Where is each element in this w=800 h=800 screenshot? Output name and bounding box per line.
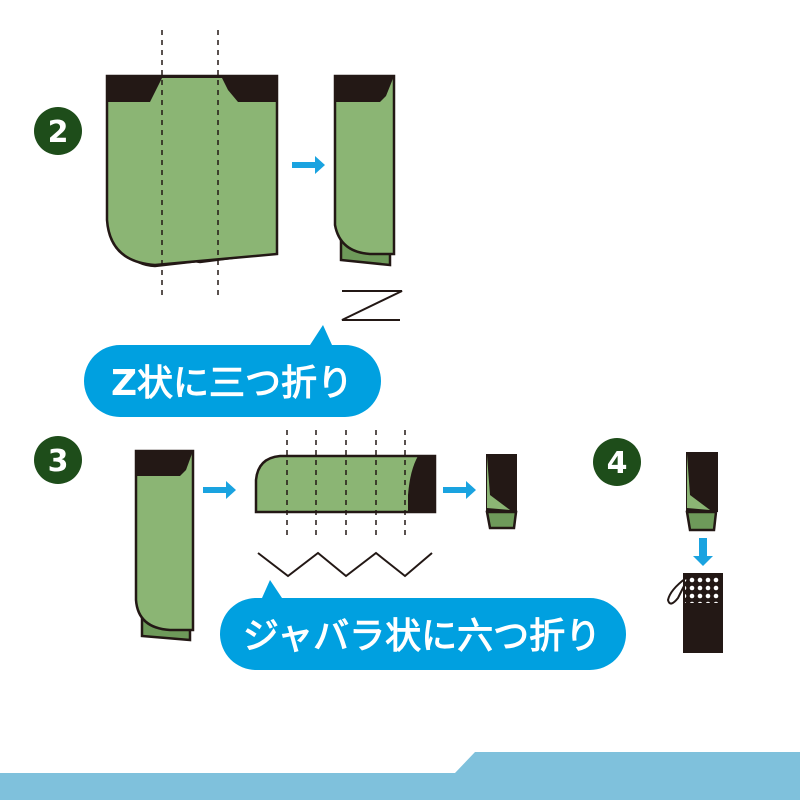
mesh-storage-pouch (666, 573, 723, 653)
towel-folded-horizontal (254, 430, 437, 540)
step-2-number: 2 (48, 115, 69, 150)
caption-step-2: Z状に三つ折り (111, 363, 353, 404)
step-2: 2 Z状に三つ折り (34, 30, 403, 417)
towel-unfolded (105, 30, 279, 298)
pouch-strap (666, 577, 687, 605)
arrow-right-icon (292, 156, 325, 174)
arrow-right-icon (443, 481, 476, 499)
accordion-fold-symbol (257, 551, 433, 578)
step-4-number: 4 (607, 446, 628, 481)
z-fold-symbol (341, 290, 403, 321)
step-3-badge (34, 436, 82, 484)
towel-final-folded (685, 452, 718, 532)
caption-bubble-step-2: Z状に三つ折り (84, 325, 381, 417)
towel-accordion-folded (485, 454, 518, 530)
step-4: 4 (593, 438, 723, 653)
arrow-right-icon (203, 481, 236, 499)
caption-bubble-step-3: ジャバラ状に六つ折り (220, 580, 626, 670)
caption-step-3: ジャバラ状に六つ折り (243, 616, 601, 657)
towel-z-folded (333, 74, 396, 267)
step-2-badge (34, 107, 82, 155)
arrow-down-icon (693, 538, 713, 566)
towel-z-folded-rotated (134, 449, 195, 642)
step-3-number: 3 (48, 444, 69, 479)
step-3: 3 ジャバラ状に六つ折り (34, 430, 626, 670)
step-4-badge (593, 438, 641, 486)
footer-band (0, 752, 800, 800)
